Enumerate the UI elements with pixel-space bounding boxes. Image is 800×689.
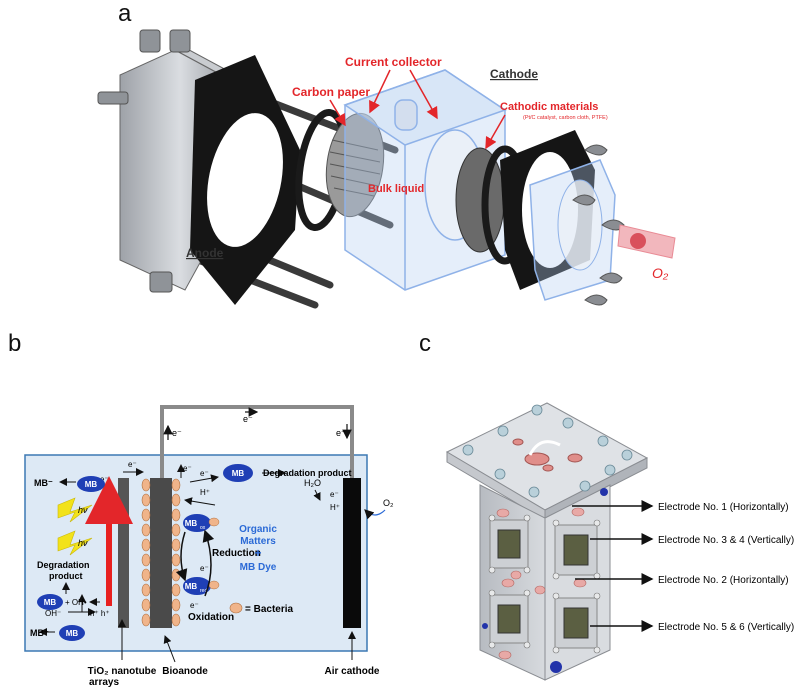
label-o2-b: O₂ — [383, 498, 394, 508]
mb-red-ellipse — [183, 577, 211, 595]
bacteria-legend-icon — [229, 602, 243, 614]
annotation-arrows-a — [329, 69, 506, 150]
label-mb-minus: MB⁻ — [34, 478, 53, 488]
label-h2o: H₂O — [304, 478, 321, 488]
label-mb-red: MB — [185, 582, 198, 591]
label-e-wire-top: e⁻ — [243, 414, 253, 424]
label-h-plus-pair: h⁺ h⁺ — [90, 609, 110, 618]
label-mb-dye: MB Dye — [240, 562, 277, 573]
label-mb-bottom-left: MB — [66, 629, 79, 638]
label-mb-top-right: MB — [232, 469, 245, 478]
label-h-plus-cathode: H⁺ — [330, 503, 340, 512]
label-bacteria-legend: = Bacteria — [245, 604, 294, 615]
mb-ox-ellipse — [183, 514, 211, 532]
bottom-pointers-b — [118, 619, 356, 663]
label-electrode-56: Electrode No. 5 & 6 (Vertically) — [658, 622, 794, 633]
panel-letter-b: b — [8, 330, 22, 357]
wing-nuts — [572, 144, 625, 306]
label-electrode-1: Electrode No. 1 (Horizontally) — [658, 502, 789, 513]
panel-c-reactor: Electrode No. 1 (Horizontally) Electrode… — [445, 402, 794, 681]
label-air-cathode: Air cathode — [324, 666, 379, 677]
mb-ellipse-mid-left — [37, 594, 63, 610]
redox-cycle-arrows — [175, 529, 215, 597]
label-hv-2: hν — [78, 538, 88, 548]
label-e-oxidation: e⁻ — [190, 601, 199, 610]
label-bioanode: Bioanode — [162, 666, 208, 677]
top-bolts — [462, 404, 633, 498]
label-reduction: Reduction — [212, 548, 261, 559]
label-oxidation: Oxidation — [188, 612, 234, 623]
label-e-cathode: e⁻ — [330, 490, 339, 499]
label-cathodic-materials: Cathodic materials — [500, 101, 598, 113]
wire-electron-arrows — [163, 407, 352, 440]
label-mb-red-sub: red — [200, 588, 207, 594]
label-e-anode-right: e⁻ — [200, 469, 209, 478]
label-current-collector: Current collector — [345, 55, 442, 69]
mb-ellipse-top-left — [77, 476, 105, 492]
cathodic-material-disc — [455, 147, 505, 253]
label-cathodic-materials-sub: (Pt/C catalyst, carbon cloth, PTFE) — [523, 115, 608, 121]
bioanode-electrode — [150, 478, 172, 628]
blue-fittings — [482, 488, 608, 673]
label-mb-plus: MB⁺ — [30, 628, 49, 638]
label-mb-mid-left: MB — [44, 598, 57, 607]
tio2-nanotube-electrode — [118, 478, 129, 628]
panel-letter-c: c — [419, 330, 431, 357]
label-carbon-paper: Carbon paper — [292, 85, 370, 99]
panel-b-schematic: e⁻ e⁻ e⁻ — [24, 405, 394, 688]
top-fittings — [512, 438, 583, 472]
label-bulk-liquid: Bulk liquid — [368, 183, 424, 195]
label-hv-1: hν — [78, 505, 88, 515]
label-e-near-tio2: e⁻ — [128, 460, 137, 469]
side-bolts — [488, 514, 601, 654]
mb-ellipse-top-right — [223, 464, 253, 482]
label-o2-a: O₂ — [652, 265, 669, 281]
label-mb-top-left: MB — [85, 480, 98, 489]
label-e-reduction: e⁻ — [200, 564, 209, 573]
label-mb-ox-sub: ox — [200, 525, 206, 531]
label-mb-ox: MB — [185, 519, 198, 528]
carbon-paper-disc — [325, 112, 385, 218]
mb-ellipse-bottom-left — [59, 625, 85, 641]
label-plus: + — [254, 546, 261, 560]
external-circuit-wire — [160, 405, 354, 478]
label-oh-radical: + OH• — [65, 598, 87, 607]
bacteria-marker-red — [208, 580, 220, 590]
label-e-wire-right: e⁻ — [336, 428, 346, 438]
callout-arrows-c — [572, 500, 654, 632]
o2-curved-arrow — [364, 509, 386, 520]
o2-inflow-arrow — [617, 224, 676, 259]
panel-a-exploded-assembly: O₂ Anode Cathode Current collector Carbo… — [97, 29, 676, 309]
electrode-windows — [489, 519, 598, 649]
pink-caps — [496, 507, 587, 660]
label-cathode: Cathode — [490, 67, 538, 81]
lightning-icon — [57, 497, 93, 556]
label-e-wire-left: e⁻ — [172, 428, 182, 438]
electron-arrows-b — [39, 464, 321, 636]
anode-gasket — [190, 55, 300, 305]
label-anode: Anode — [186, 246, 224, 260]
panel-letter-a: a — [118, 0, 132, 27]
label-h-plus-mid: H⁺ — [200, 488, 210, 497]
air-cathode-electrode — [343, 478, 361, 628]
bacteria-marker-ox — [208, 517, 220, 527]
label-e-near-bioanode: e⁻ — [183, 464, 192, 473]
label-oh-minus: OH⁻ — [45, 609, 61, 618]
label-electrode-34: Electrode No. 3 & 4 (Vertically) — [658, 535, 794, 546]
label-electrode-2: Electrode No. 2 (Horizontally) — [658, 575, 789, 586]
label-degradation-product-right: Degradation product — [263, 468, 352, 478]
label-e-tio2-inner: e⁻ — [100, 475, 109, 484]
